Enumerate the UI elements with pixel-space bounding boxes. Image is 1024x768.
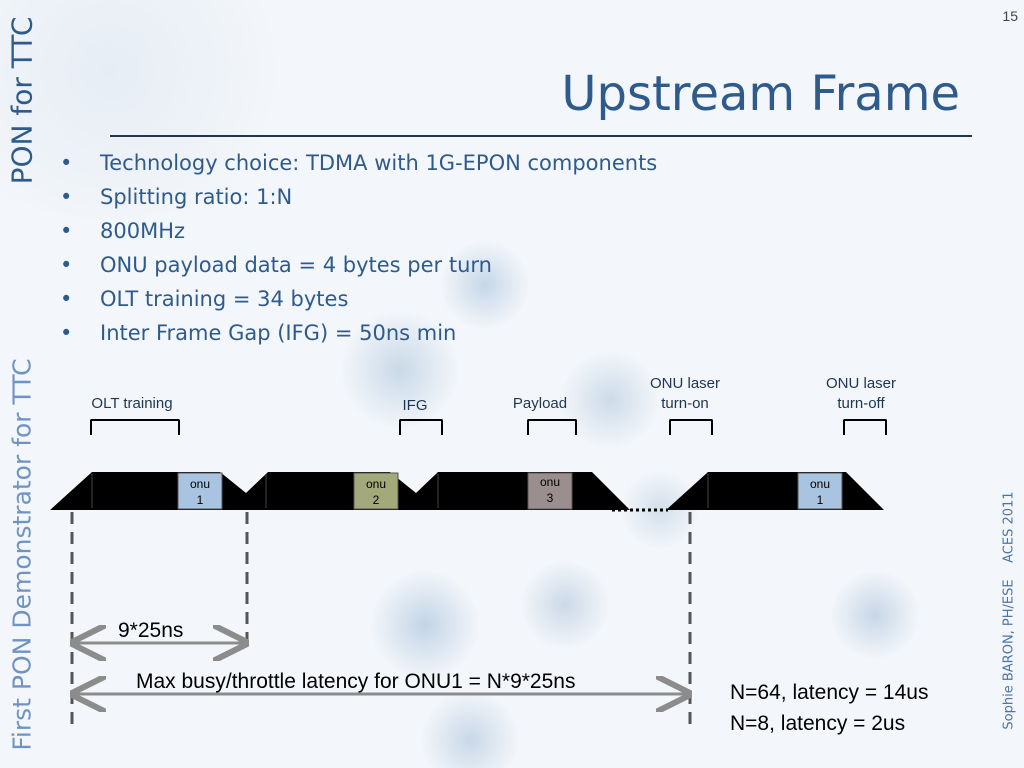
onu-block-1: [177, 472, 223, 510]
frame-burst-3: [416, 472, 630, 510]
background-bubble: [830, 570, 920, 660]
label-laser-turn-off: ONU laser turn-off: [806, 374, 916, 414]
bracket-ifg: [399, 419, 443, 435]
label-laser-turn-off-line2: turn-off: [837, 395, 885, 412]
background-bubble: [370, 570, 480, 680]
background-bubble: [520, 560, 610, 650]
bullet-item: Inter Frame Gap (IFG) = 50ns min: [60, 316, 657, 350]
onu-name: onu: [189, 477, 211, 491]
label-laser-turn-off-line1: ONU laser: [825, 375, 896, 392]
latency-results: N=64, latency = 14us N=8, latency = 2us: [730, 677, 928, 739]
bullet-item: ONU payload data = 4 bytes per turn: [60, 248, 657, 282]
bullet-item: 800MHz: [60, 214, 657, 248]
onu-block-2: [353, 472, 399, 510]
latency-result-n8: N=8, latency = 2us: [730, 712, 906, 735]
label-laser-turn-on: ONU laser turn-on: [630, 374, 740, 414]
onu-label-1: onu 1: [178, 476, 222, 508]
label-laser-turn-on-line1: ONU laser: [649, 375, 720, 392]
title-divider: [110, 135, 972, 137]
frame-burst-4: [666, 472, 884, 510]
onu-label-4: onu 1: [798, 476, 842, 508]
latency-result-n64: N=64, latency = 14us: [730, 681, 929, 704]
bracket-payload: [527, 419, 577, 435]
onu-number: 1: [816, 493, 824, 507]
measure-label-short: 9*25ns: [118, 619, 184, 642]
onu-name: onu: [809, 477, 831, 491]
onu-block-4: [797, 472, 843, 510]
onu-number: 1: [196, 493, 204, 507]
onu-number: 3: [546, 491, 554, 505]
label-olt-training: OLT training: [91, 395, 173, 412]
slide-title: Upstream Frame: [561, 66, 960, 122]
onu-label-2: onu 2: [354, 476, 398, 508]
onu-block-3: [527, 472, 573, 510]
bracket-laser-turn-off: [843, 419, 887, 435]
label-laser-turn-on-line2: turn-on: [661, 395, 709, 412]
bullet-item: Splitting ratio: 1:N: [60, 180, 657, 214]
page-number: 15: [1002, 8, 1018, 24]
bullet-item: OLT training = 34 bytes: [60, 282, 657, 316]
bullet-list: Technology choice: TDMA with 1G-EPON com…: [60, 146, 657, 350]
measure-label-long: Max busy/throttle latency for ONU1 = N*9…: [136, 670, 576, 693]
onu-name: onu: [365, 477, 387, 491]
label-payload: Payload: [512, 395, 568, 412]
bracket-olt-training: [90, 419, 180, 435]
bracket-laser-turn-on: [669, 419, 713, 435]
label-ifg: IFG: [402, 397, 428, 414]
onu-number: 2: [372, 493, 380, 507]
bullet-item: Technology choice: TDMA with 1G-EPON com…: [60, 146, 657, 180]
onu-name: onu: [539, 475, 561, 489]
onu-label-3: onu 3: [528, 474, 572, 506]
